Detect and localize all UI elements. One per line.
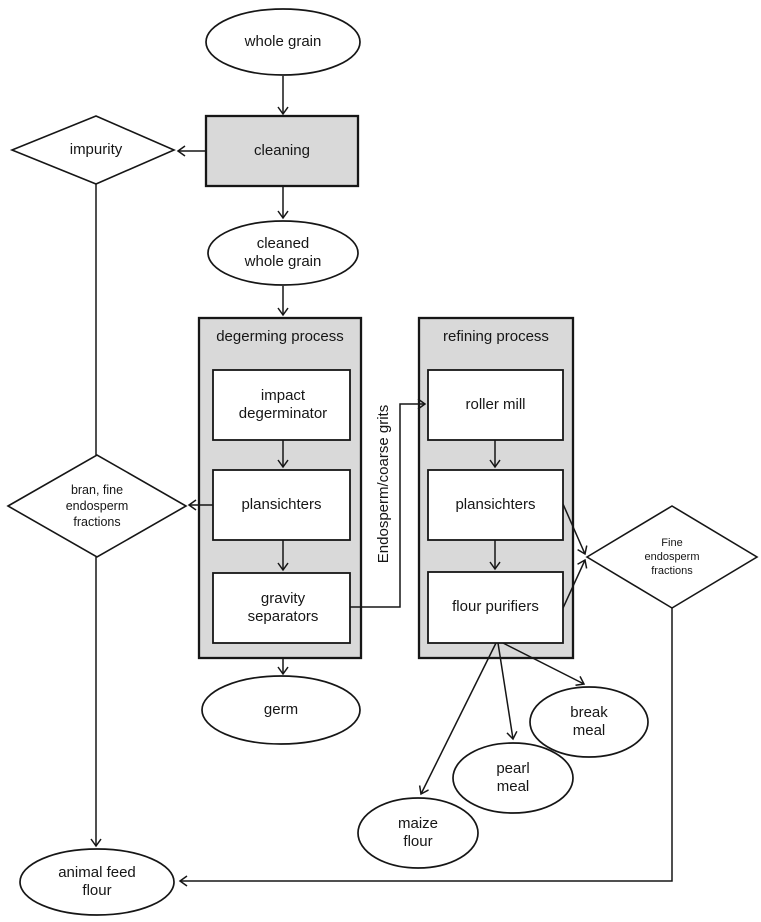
node-impact-degerminator (212, 369, 351, 441)
break-meal-label: break meal (570, 703, 608, 739)
node-plansichters-refining (427, 469, 564, 541)
plansichters-refining-label: plansichters (455, 495, 536, 513)
bran-fine-endosperm-fractions-label: bran, fine endosperm fractions (65, 483, 129, 529)
node-gravity-separators (212, 572, 351, 644)
pearl-meal-label: pearl meal (496, 759, 530, 795)
node-cleaned-whole-grain (207, 220, 359, 286)
node-plansichters-degerming (212, 469, 351, 541)
node-flour-purifiers (427, 571, 564, 644)
node-germ (201, 675, 361, 745)
refining-process-title: refining process (443, 328, 549, 345)
edge-flour-purifiers-to-maize-flour (421, 642, 497, 794)
endosperm-coarse-grits-edge-label: Endosperm/coarse grits (374, 404, 392, 564)
edge-flour-purifiers-to-break-meal (502, 642, 584, 684)
edge-fine-fractions-to-animal-feed-flour (180, 608, 673, 881)
degerming-process-title: degerming process (216, 328, 344, 345)
flour-purifiers-label: flour purifiers (452, 597, 539, 615)
whole-grain-label: whole grain (244, 32, 322, 50)
node-impurity (9, 115, 177, 185)
node-break-meal (529, 686, 649, 758)
edge-flour-purifiers-to-fine-fractions (562, 560, 585, 609)
cleaning-label: cleaning (254, 141, 310, 159)
fine-endosperm-fractions-label: Fine endosperm fractions (644, 536, 700, 578)
edge-flour-purifiers-to-pearl-meal (497, 642, 513, 739)
node-pearl-meal (452, 742, 574, 814)
impact-degerminator-label: impact degerminator (238, 386, 328, 422)
edge-gravity-separators-to-roller-mill (350, 404, 425, 608)
cleaned-whole-grain-label: cleaned whole grain (244, 234, 322, 270)
roller-mill-label: roller mill (465, 395, 526, 413)
node-whole-grain (205, 8, 361, 76)
animal-feed-flour-label: animal feed flour (58, 863, 136, 899)
node-bran-fine-endosperm-fractions (6, 454, 188, 558)
plansichters-degerming-label: plansichters (241, 495, 322, 513)
node-roller-mill (427, 369, 564, 441)
germ-label: germ (263, 700, 299, 718)
node-fine-endosperm-fractions (585, 505, 759, 609)
edge-plansichters-to-fine-fractions (562, 503, 585, 554)
impurity-label: impurity (69, 140, 123, 158)
maize-flour-label: maize flour (397, 814, 438, 850)
gravity-separators-label: gravity separators (247, 589, 319, 625)
node-cleaning (204, 114, 360, 188)
node-animal-feed-flour (19, 848, 175, 916)
node-maize-flour (357, 797, 479, 869)
